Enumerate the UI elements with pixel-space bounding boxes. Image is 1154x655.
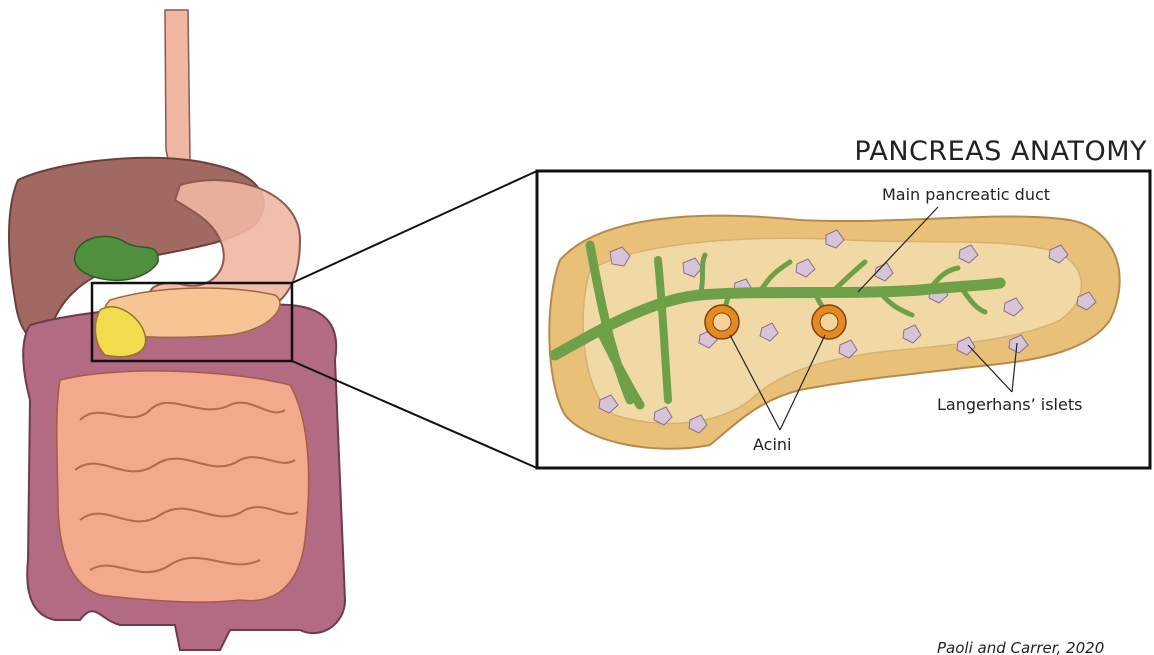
acini-label: Acini	[753, 435, 792, 454]
islets-label: Langerhans’ islets	[937, 395, 1082, 414]
digestive-system-illustration	[9, 10, 345, 650]
connector-top	[292, 171, 537, 283]
duct-label: Main pancreatic duct	[882, 185, 1050, 204]
acinus-left	[705, 305, 739, 339]
acinus-right	[812, 305, 846, 339]
diagram-title: PANCREAS ANATOMY	[854, 136, 1147, 167]
credit-text: Paoli and Carrer, 2020	[937, 639, 1104, 655]
